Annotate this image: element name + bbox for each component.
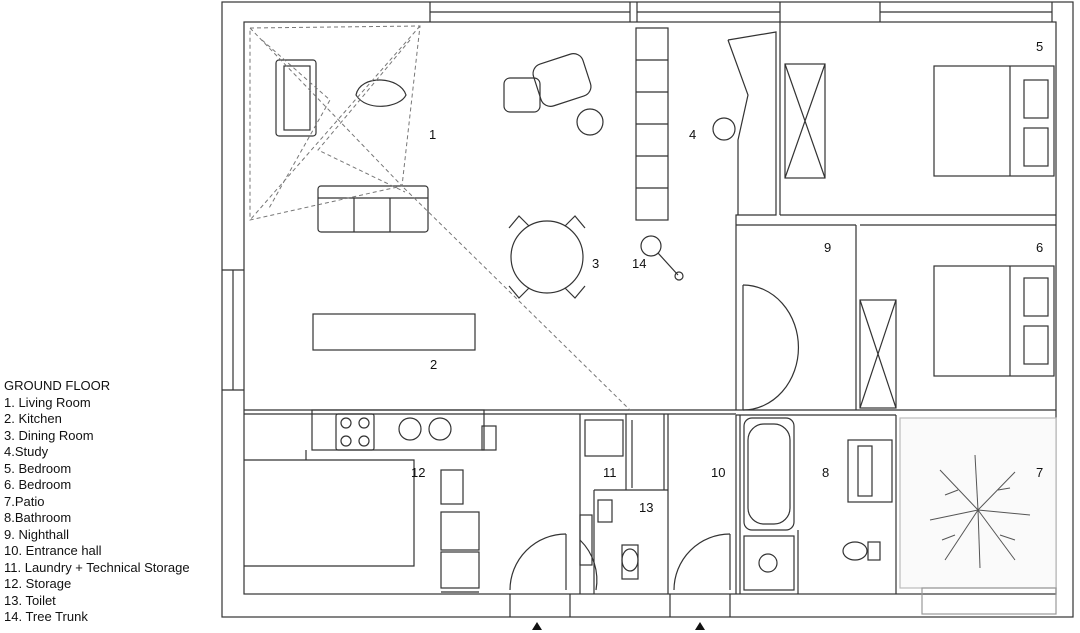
outer-wall: [221, 1, 1074, 618]
bed-room5: [933, 65, 1055, 177]
bed-room6: [933, 265, 1055, 377]
legend-item: 7.Patio: [4, 493, 45, 509]
legend-item: 8.Bathroom: [4, 510, 72, 525]
dining-table: [510, 220, 584, 294]
tree-trunk: [640, 235, 662, 257]
legend-item: 10. Entrance hall: [4, 543, 102, 558]
room-number-10: 10: [711, 465, 725, 480]
legend-item: 12. Storage: [4, 576, 72, 591]
floor-legend: GROUND FLOOR 1. Living Room 2. Kitchen 3…: [4, 378, 190, 626]
room-number-13: 13: [639, 500, 653, 515]
legend-item: 11. Laundry + Technical Storage: [4, 559, 190, 575]
room-number-11: 11: [603, 465, 617, 480]
room-number-2: 2: [430, 357, 437, 372]
room-number-12: 12: [411, 465, 425, 480]
kitchen-island: [312, 313, 476, 351]
legend-item: 9. Nighthall: [4, 526, 70, 542]
legend-item: 5. Bedroom: [4, 460, 72, 476]
entrance-arrow-right: [695, 622, 705, 630]
legend-item: 6. Bedroom: [4, 477, 72, 492]
legend-item: 3. Dining Room: [4, 427, 94, 443]
room-number-4: 4: [689, 127, 696, 142]
legend-title: GROUND FLOOR: [4, 378, 111, 393]
legend-item: 14. Tree Trunk: [4, 609, 88, 624]
legend-item: 1. Living Room: [4, 394, 91, 410]
room-number-9: 9: [824, 240, 831, 255]
legend-item: 4.Study: [4, 444, 49, 459]
sofa: [317, 185, 429, 233]
room-number-7: 7: [1036, 465, 1043, 480]
room-number-5: 5: [1036, 39, 1043, 54]
room-number-1: 1: [429, 127, 436, 142]
room-number-8: 8: [822, 465, 829, 480]
legend-item: 13. Toilet: [4, 592, 56, 608]
inner-wall: [243, 21, 1057, 595]
room-number-3: 3: [592, 256, 599, 271]
room-number-14: 14: [632, 256, 646, 271]
entrance-arrow-left: [532, 622, 542, 630]
room-number-6: 6: [1036, 240, 1043, 255]
legend-item: 2. Kitchen: [4, 411, 62, 426]
